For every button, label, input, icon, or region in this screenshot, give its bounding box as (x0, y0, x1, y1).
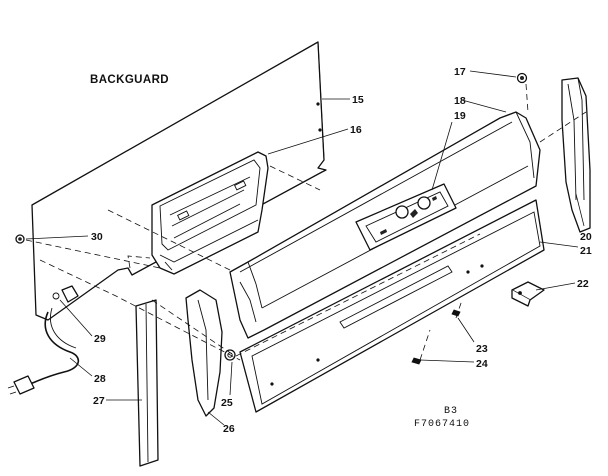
callout-23: 23 (476, 343, 488, 355)
callout-27: 27 (93, 395, 105, 407)
callout-21: 21 (580, 245, 592, 257)
drawing-number: F7067410 (414, 419, 470, 430)
callout-26: 26 (223, 423, 235, 435)
leader-lines (25, 70, 585, 426)
part-28-power-cord (7, 307, 80, 395)
callout-25: 25 (221, 397, 233, 409)
callout-30: 30 (91, 231, 103, 243)
callout-29: 29 (94, 333, 106, 345)
callout-24: 24 (476, 358, 488, 370)
part-22-bracket (511, 281, 545, 307)
part-27-vertical-strip (135, 299, 159, 467)
callout-labels: 15 16 17 18 19 20 21 22 23 24 25 26 27 2… (91, 66, 592, 435)
callout-15: 15 (352, 94, 364, 106)
part-21-lower-trim-strip (239, 199, 545, 413)
callout-28: 28 (94, 373, 106, 385)
part-26-left-end-cap (185, 289, 223, 417)
assembly-lines (25, 83, 587, 361)
callout-19: 19 (454, 110, 466, 122)
hardware-parts (15, 72, 528, 365)
callout-17: 17 (454, 66, 466, 78)
callout-18: 18 (454, 95, 466, 107)
callout-20: 20 (580, 231, 592, 243)
callout-22: 22 (577, 278, 589, 290)
part-29-socket (61, 285, 79, 303)
part-23-screw (451, 309, 461, 317)
part-24-screw (411, 357, 422, 365)
part-19-control-panel (355, 183, 457, 251)
diagram-title: BACKGUARD (90, 74, 169, 86)
part-16-control-housing (151, 151, 269, 275)
part-20-right-end-cap (561, 77, 591, 233)
page-reference: B3 (444, 406, 458, 417)
callout-16: 16 (350, 124, 362, 136)
